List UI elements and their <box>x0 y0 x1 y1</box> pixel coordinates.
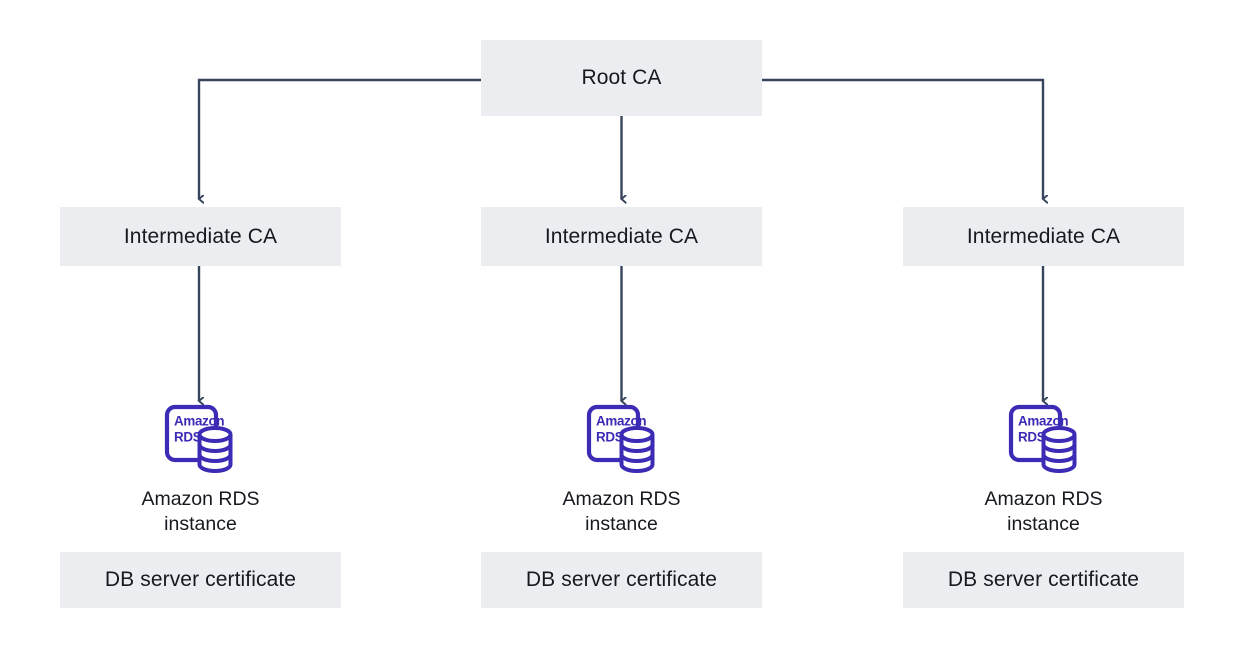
intermediate-ca-box-center: Intermediate CA <box>481 207 762 266</box>
svg-text:RDS: RDS <box>1018 430 1046 445</box>
db-server-certificate-label-center: DB server certificate <box>525 568 718 592</box>
rds-instance-caption-left: Amazon RDS instance <box>141 488 260 535</box>
amazon-rds-icon-left: Amazon RDS <box>164 404 236 476</box>
intermediate-ca-label-center: Intermediate CA <box>544 224 699 248</box>
root-ca-box: Root CA <box>481 40 762 116</box>
db-server-certificate-label-left: DB server certificate <box>104 568 297 592</box>
amazon-rds-icon-center: Amazon RDS <box>586 404 658 476</box>
connector-root-to-right-intermediate <box>762 78 1043 199</box>
db-server-certificate-box-right: DB server certificate <box>903 552 1184 608</box>
connector-root-to-left-intermediate <box>199 78 481 199</box>
root-ca-label: Root CA <box>581 66 662 90</box>
db-server-certificate-label-right: DB server certificate <box>947 568 1140 592</box>
svg-text:Amazon: Amazon <box>596 414 646 429</box>
amazon-rds-icon-right: Amazon RDS <box>1008 404 1080 476</box>
intermediate-ca-box-left: Intermediate CA <box>60 207 341 266</box>
rds-instance-caption-center: Amazon RDS instance <box>562 488 681 535</box>
svg-text:Amazon: Amazon <box>1018 414 1068 429</box>
intermediate-ca-label-right: Intermediate CA <box>966 224 1121 248</box>
rds-instance-caption-right: Amazon RDS instance <box>984 488 1103 535</box>
intermediate-ca-box-right: Intermediate CA <box>903 207 1184 266</box>
svg-text:Amazon: Amazon <box>174 414 224 429</box>
intermediate-ca-label-left: Intermediate CA <box>123 224 278 248</box>
svg-text:RDS: RDS <box>174 430 202 445</box>
db-server-certificate-box-left: DB server certificate <box>60 552 341 608</box>
db-server-certificate-box-center: DB server certificate <box>481 552 762 608</box>
svg-text:RDS: RDS <box>596 430 624 445</box>
